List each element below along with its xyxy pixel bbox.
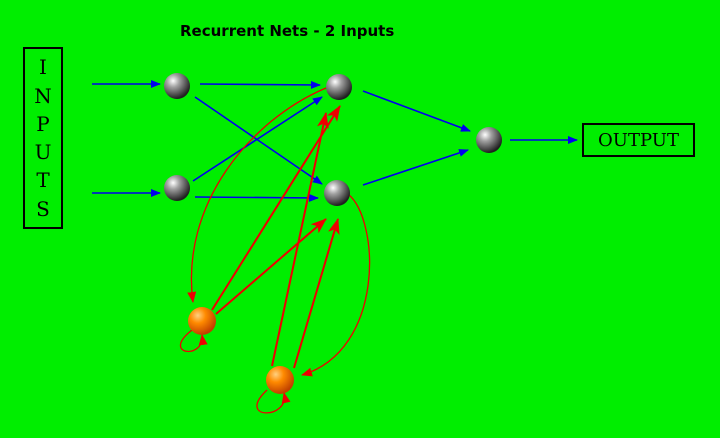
connection-arrow	[199, 80, 321, 89]
inputs-letter: S	[36, 196, 50, 221]
hidden-node	[326, 74, 352, 100]
recurrent-arrow	[293, 218, 340, 369]
self-loop-arrow	[179, 329, 208, 353]
output-box: OUTPUT	[582, 123, 695, 157]
context-node	[266, 366, 294, 394]
hidden-node	[164, 73, 190, 99]
inputs-letter: T	[36, 168, 50, 193]
inputs-letter: I	[39, 55, 47, 80]
self-loop-arrow	[256, 389, 291, 414]
recurrent-arrow	[215, 218, 327, 315]
copy-back-arrow	[301, 193, 371, 377]
hidden-node	[164, 175, 190, 201]
connection-arrow	[362, 149, 469, 186]
connection-arrow	[194, 193, 319, 202]
output-node	[476, 127, 502, 153]
hidden-node	[324, 180, 350, 206]
copy-back-arrow	[187, 87, 327, 303]
inputs-box: I N P U T S	[23, 47, 63, 229]
diagram-title: Recurrent Nets - 2 Inputs	[180, 22, 395, 40]
inputs-letter: N	[34, 83, 52, 108]
recurrent-arrow	[211, 105, 341, 311]
connection-arrow	[192, 96, 323, 182]
connection-arrow	[362, 90, 471, 132]
inputs-letter: U	[34, 140, 52, 165]
recurrent-arrow	[271, 112, 329, 367]
inputs-letter: P	[36, 111, 50, 136]
context-node	[188, 307, 216, 335]
